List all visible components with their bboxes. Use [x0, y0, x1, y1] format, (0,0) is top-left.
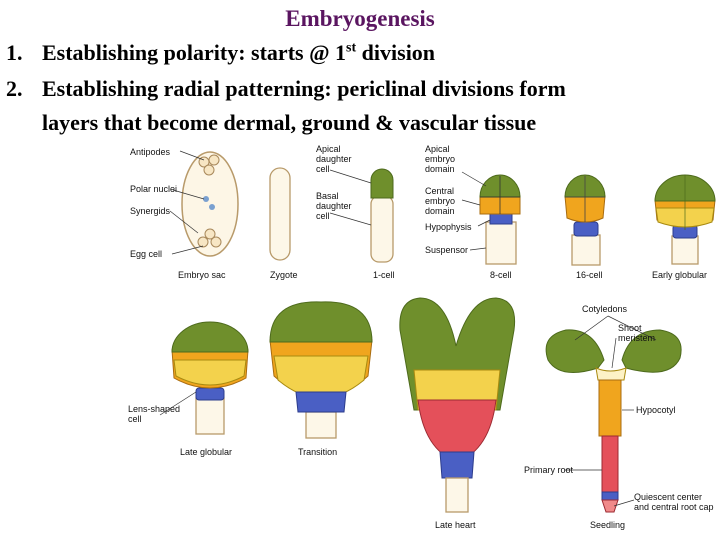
quiescent-line-2: and central root cap [634, 502, 714, 512]
hypocotyl-label: Hypocotyl [636, 405, 676, 415]
point-1-text: Establishing polarity: starts @ 1 [42, 40, 347, 65]
point-1-tail: division [356, 40, 436, 65]
polar-nuclei-label: Polar nuclei [130, 184, 177, 194]
point-1-superscript: st [346, 40, 357, 56]
eight-cell-caption: 8-cell [490, 270, 512, 280]
apical-domain-line-3: domain [425, 164, 455, 174]
apical-domain-line-2: embryo [425, 154, 455, 164]
hypophysis-label: Hypophysis [425, 222, 472, 232]
seedling [545, 315, 682, 513]
transition-caption: Transition [298, 447, 337, 457]
suspensor-label: Suspensor [425, 245, 468, 255]
embryo-sac-caption: Embryo sac [178, 270, 226, 280]
central-domain-line-3: domain [425, 206, 455, 216]
late-globular-embryo [159, 321, 249, 435]
synergids-label: Synergids [130, 206, 171, 216]
point-1-number: 1. [6, 40, 23, 65]
late-heart-caption: Late heart [435, 520, 476, 530]
shoot-meristem-line-1: Shoot [618, 323, 642, 333]
antipodes-label: Antipodes [130, 147, 171, 157]
transition-embryo [269, 301, 373, 439]
embryo-sac [169, 150, 239, 257]
central-domain-line-2: embryo [425, 196, 455, 206]
seedling-caption: Seedling [590, 520, 625, 530]
point-1: 1. Establishing polarity: starts @ 1st di… [6, 40, 435, 66]
lens-cell-line-1: Lens-shaped [128, 404, 180, 414]
early-globular-embryo [654, 174, 716, 265]
sixteen-cell-embryo [564, 174, 606, 266]
lens-cell-line-2: cell [128, 414, 142, 424]
point-2-text: Establishing radial patterning: periclin… [42, 76, 566, 101]
eight-cell-embryo [461, 171, 521, 265]
point-2: 2. Establishing radial patterning: pericl… [6, 76, 566, 102]
zygote-caption: Zygote [270, 270, 298, 280]
central-domain-line-1: Central [425, 186, 454, 196]
basal-daughter-line-3: cell [316, 211, 330, 221]
egg-cell-label: Egg cell [130, 249, 162, 259]
early-globular-caption: Early globular [652, 270, 707, 280]
apical-daughter-line-1: Apical [316, 144, 341, 154]
cotyledons-label: Cotyledons [582, 304, 628, 314]
apical-daughter-line-2: daughter [316, 154, 352, 164]
late-globular-caption: Late globular [180, 447, 232, 457]
basal-daughter-line-1: Basal [316, 191, 339, 201]
sixteen-cell-caption: 16-cell [576, 270, 603, 280]
primary-root-label: Primary root [524, 465, 574, 475]
one-cell-caption: 1-cell [373, 270, 395, 280]
late-heart-embryo [399, 297, 516, 513]
slide-title: Embryogenesis [285, 6, 435, 31]
shoot-meristem-line-2: meristem [618, 333, 655, 343]
quiescent-line-1: Quiescent center [634, 492, 702, 502]
apical-daughter-line-3: cell [316, 164, 330, 174]
basal-daughter-line-2: daughter [316, 201, 352, 211]
point-2-line-2: layers that become dermal, ground & vasc… [42, 110, 537, 135]
apical-domain-line-1: Apical [425, 144, 450, 154]
point-2-number: 2. [6, 76, 23, 101]
one-cell-embryo [329, 168, 394, 263]
zygote [269, 167, 291, 261]
